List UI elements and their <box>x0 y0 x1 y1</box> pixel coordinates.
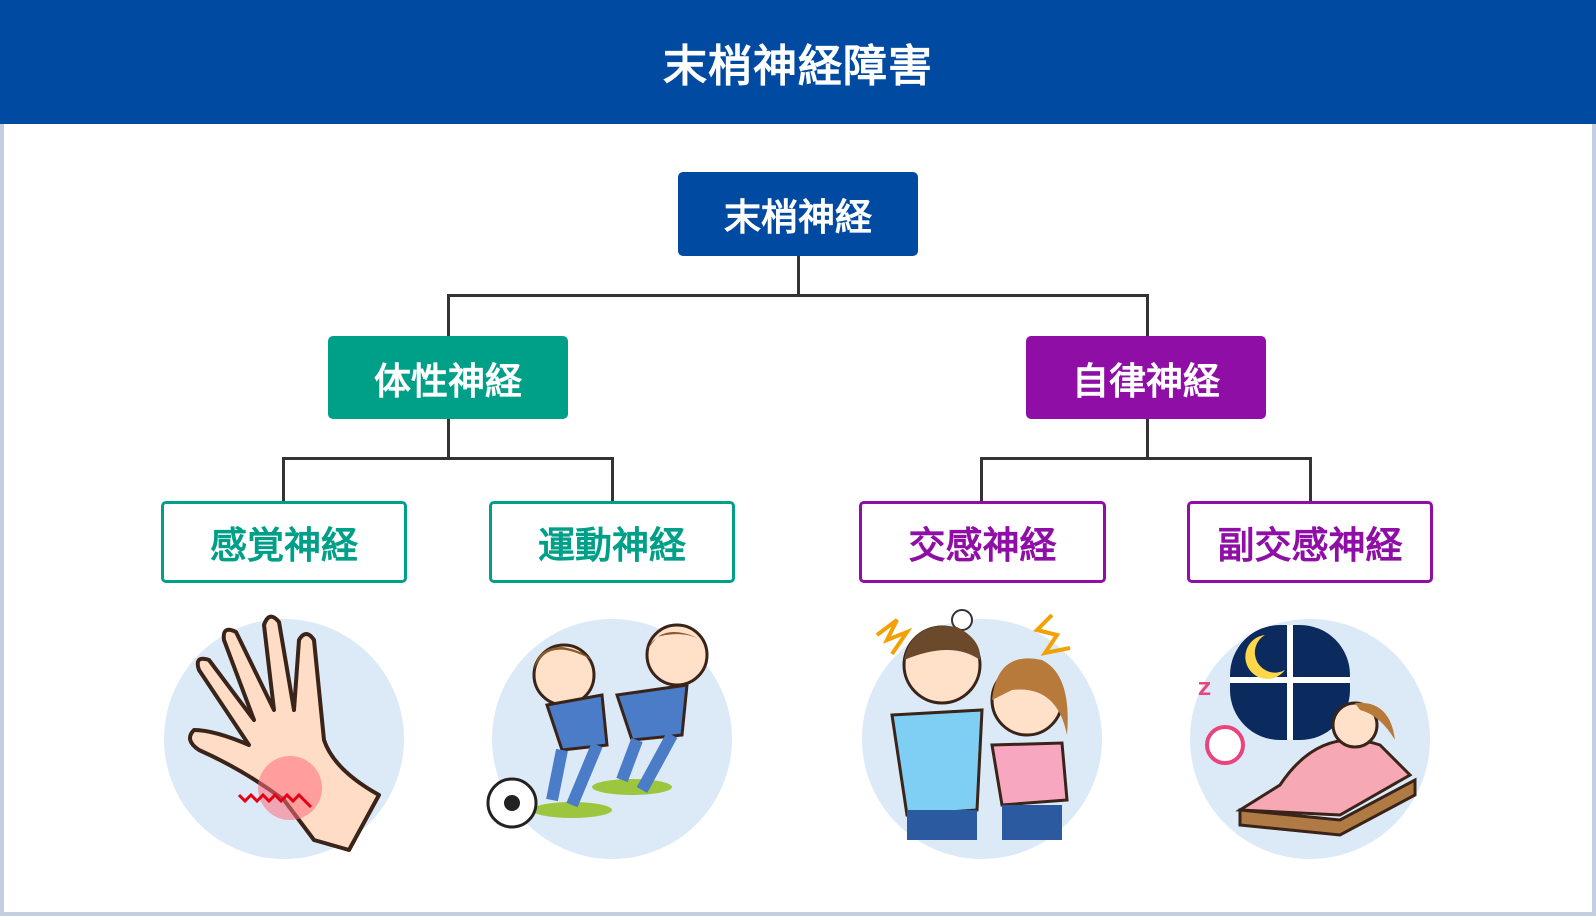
svg-text:Z: Z <box>1198 679 1211 700</box>
node-somatic-nerve: 体性神経 <box>328 336 568 419</box>
page-title: 末梢神経障害 <box>0 0 1596 124</box>
node-sympathetic-nerve: 交感神経 <box>859 501 1106 583</box>
connector <box>1309 457 1312 501</box>
connector <box>980 457 1312 460</box>
arguing-couple-icon <box>875 609 1071 840</box>
hand-pain-icon <box>188 614 381 852</box>
soccer-kids-icon <box>486 623 709 829</box>
sleeping-girl-icon: Z <box>1198 625 1417 837</box>
connector <box>1146 294 1149 336</box>
connector <box>282 457 614 460</box>
connector <box>611 457 614 501</box>
node-motor-nerve: 運動神経 <box>489 501 735 583</box>
connector <box>797 256 800 296</box>
connector <box>1146 419 1149 459</box>
node-peripheral-nerve: 末梢神経 <box>678 172 918 256</box>
connector <box>980 457 983 501</box>
connector <box>447 294 450 336</box>
connector <box>447 294 1149 297</box>
node-sensory-nerve: 感覚神経 <box>161 501 407 583</box>
connector <box>282 457 285 501</box>
connector <box>447 419 450 459</box>
node-parasympathetic-nerve: 副交感神経 <box>1187 501 1433 583</box>
node-autonomic-nerve: 自律神経 <box>1026 336 1266 419</box>
